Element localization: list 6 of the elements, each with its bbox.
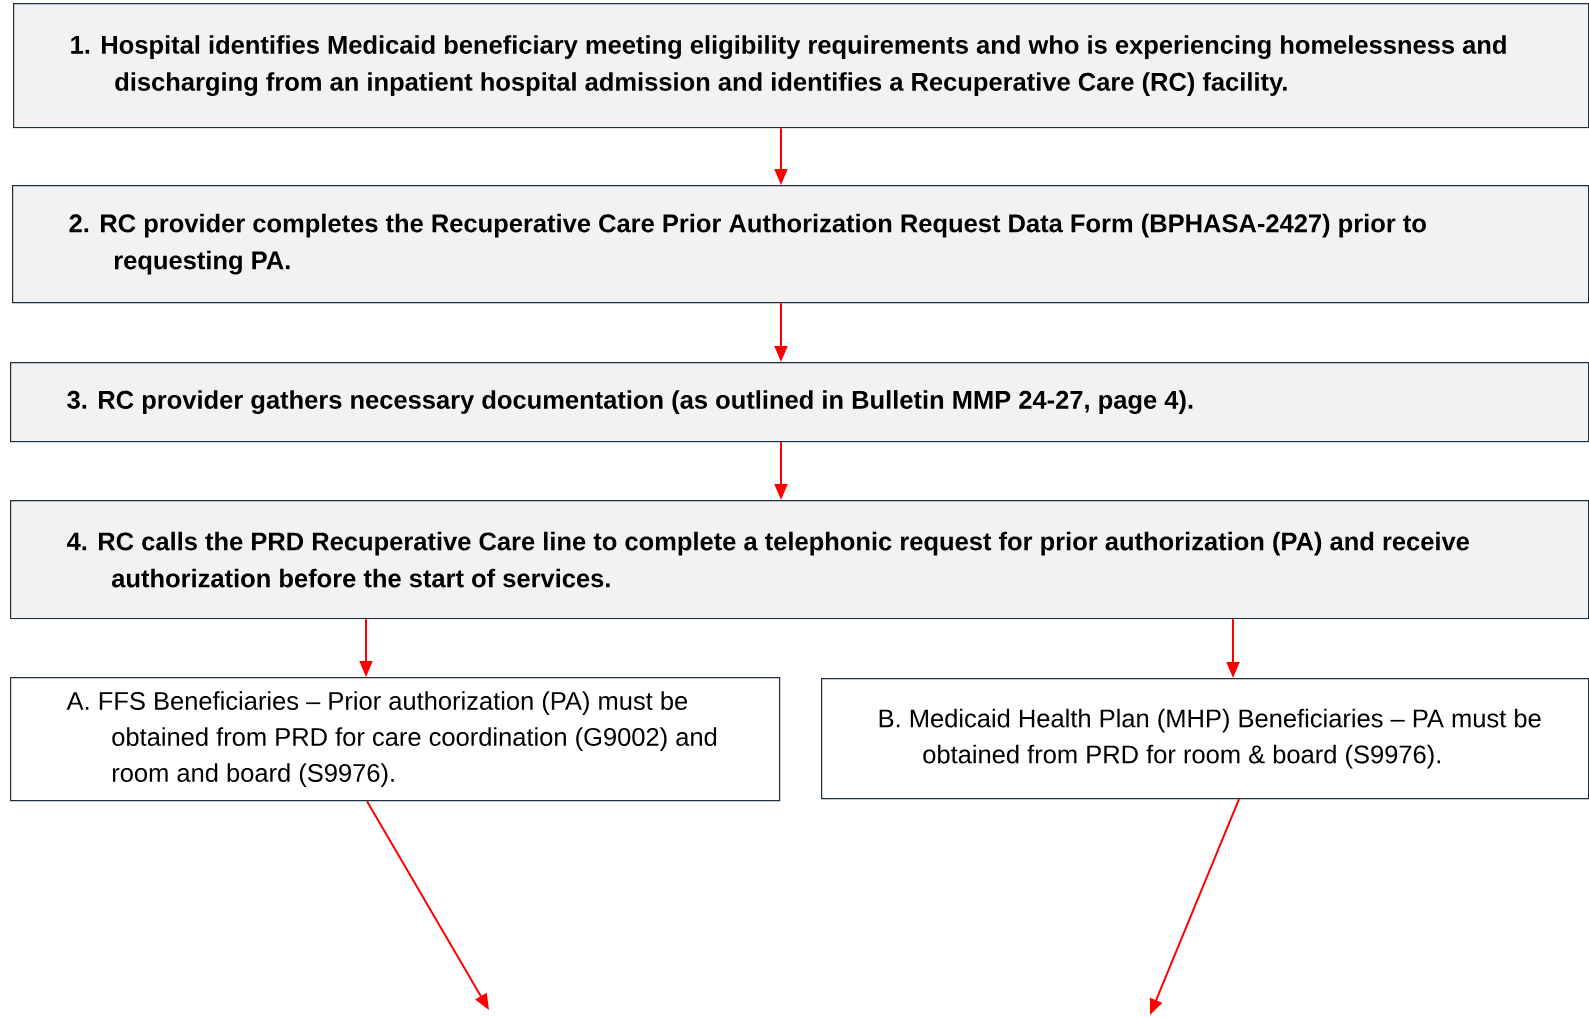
step-box: 2. RC provider completes the Recuperative Care Prior Authorization Request Data Form (BPHASA-2427) prior to requesting PA.	[12, 185, 1589, 304]
step-box: 1. Hospital identifies Medicaid beneficiary meeting eligibility requirements and who is experiencing homelessness and discharging from an inpatient hospital admission and identifies a Recuperative Care (RC) facility.	[13, 3, 1589, 129]
step-box: 4. RC calls the PRD Recuperative Care line to complete a telephonic request for prior authorization (PA) and receive authorization before the start of services.	[10, 500, 1589, 620]
step-box: 3. RC provider gathers necessary documentation (as outlined in Bulletin MMP 24-27, page 4).	[10, 362, 1589, 443]
option-box: A. FFS Beneficiaries – Prior authorization (PA) must be obtained from PRD for care coordination (G9002) and room and board (S9976).	[10, 677, 781, 802]
option-box: B. Medicaid Health Plan (MHP) Beneficiaries – PA must be obtained from PRD for room & board (S9976).	[821, 678, 1589, 800]
